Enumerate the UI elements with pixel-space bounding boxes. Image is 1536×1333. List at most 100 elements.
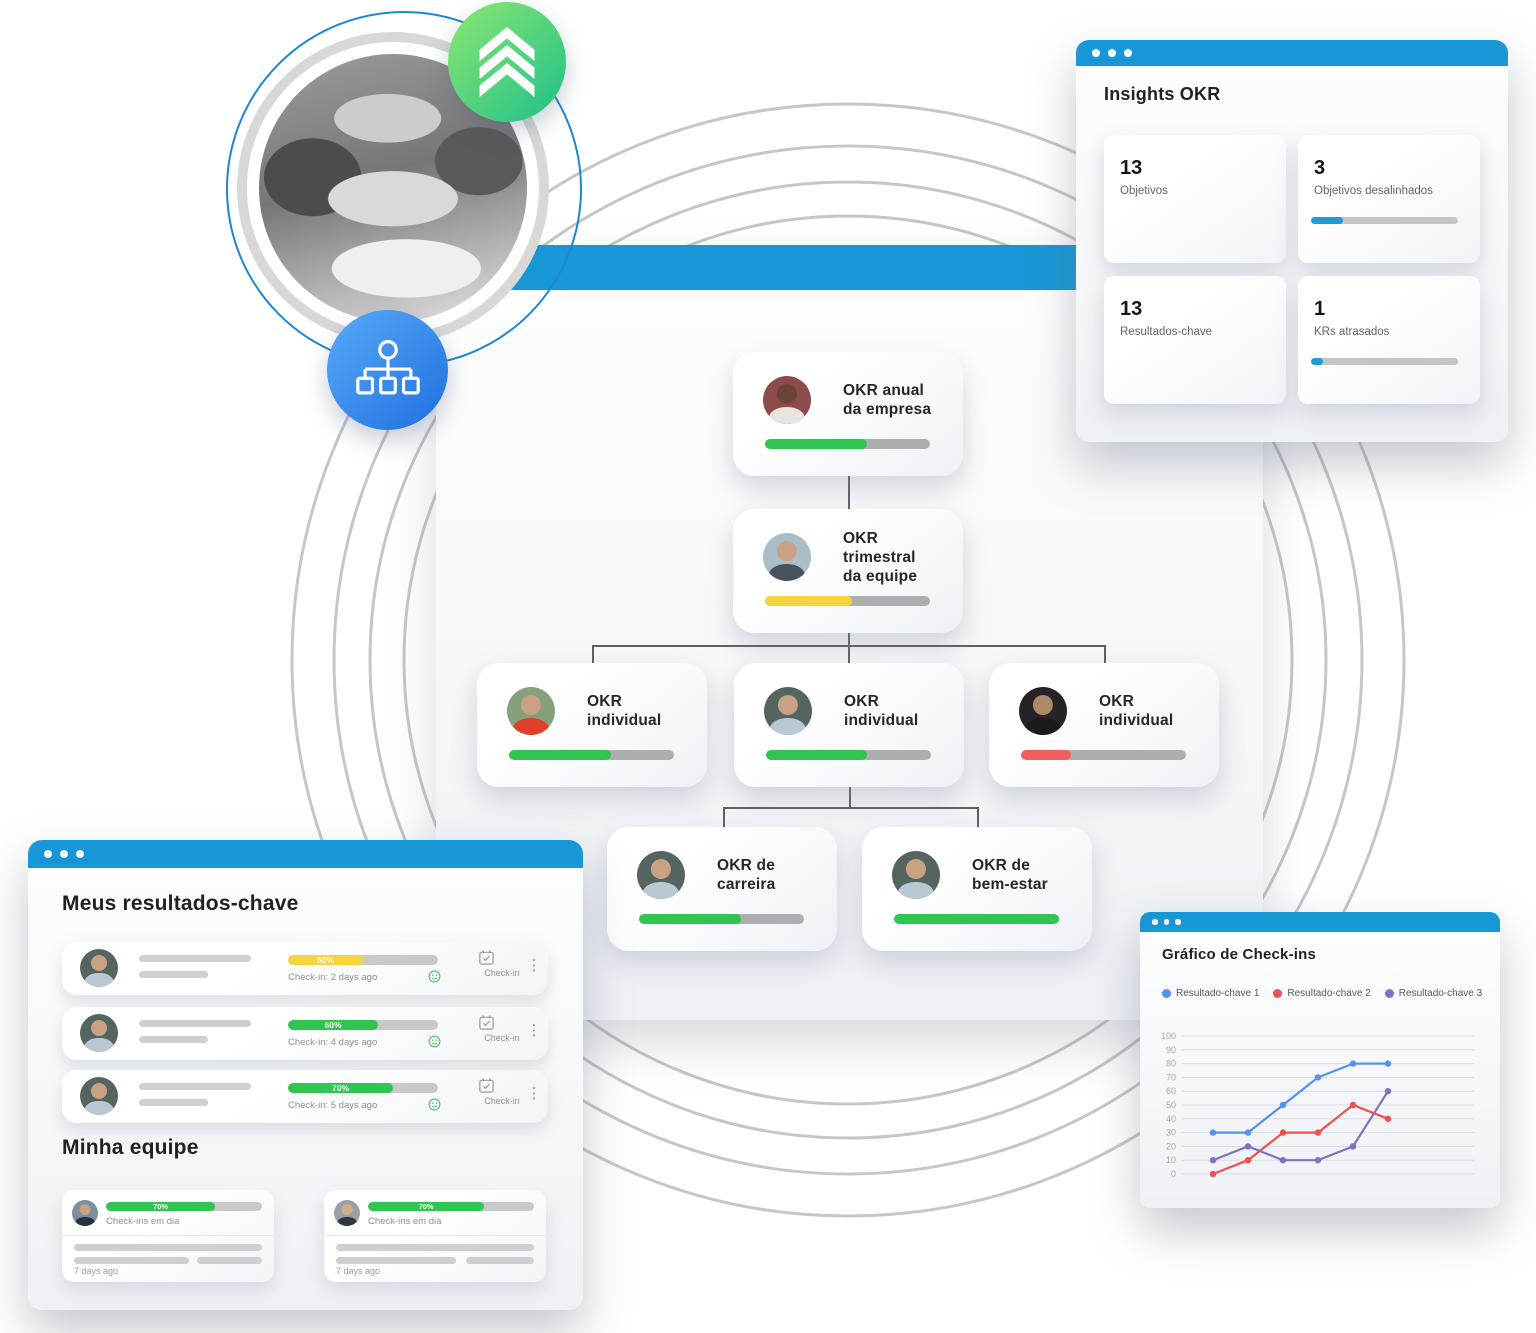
checkin-date: Check-in: 4 days ago xyxy=(288,1037,378,1048)
placeholder-text-bar xyxy=(139,1020,251,1027)
connector-line xyxy=(723,807,978,809)
results-title: Meus resultados-chave xyxy=(62,892,299,915)
avatar xyxy=(892,851,940,899)
team-progress-label: 70% xyxy=(153,1202,169,1211)
my-key-results-window: Meus resultados-chave 50% Check-in: 2 da… xyxy=(28,840,583,1310)
stat-card-late-krs[interactable]: 1 KRs atrasados xyxy=(1298,276,1480,404)
connector-line xyxy=(592,645,594,663)
checkin-button-label: Check-in xyxy=(484,1096,520,1106)
placeholder-text-bar xyxy=(336,1257,456,1264)
avatar xyxy=(507,687,555,735)
connector-line xyxy=(848,476,850,509)
key-result-row[interactable]: 50% Check-in: 2 days ago Check-in xyxy=(62,942,548,995)
avatar xyxy=(72,1200,98,1226)
window-dot[interactable] xyxy=(1108,49,1116,57)
svg-text:40: 40 xyxy=(1166,1114,1176,1124)
avatar xyxy=(764,687,812,735)
kr-progress-bar: 60% xyxy=(288,1020,438,1030)
okr-progress-bar xyxy=(509,750,674,760)
stat-progress-bar xyxy=(1311,358,1458,365)
placeholder-text-bar xyxy=(74,1244,262,1251)
stat-card-key-results[interactable]: 13 Resultados-chave xyxy=(1104,276,1286,404)
window-dot[interactable] xyxy=(76,850,84,858)
stat-label: Objetivos xyxy=(1120,185,1168,197)
okr-card-career[interactable]: OKR de carreira xyxy=(607,827,837,951)
key-result-row[interactable]: 60% Check-in: 4 days ago Check-in xyxy=(62,1007,548,1060)
insights-title: Insights OKR xyxy=(1104,84,1221,104)
connector-line xyxy=(849,787,851,807)
placeholder-text-bar xyxy=(139,1036,208,1043)
divider xyxy=(62,1235,274,1236)
checkin-button[interactable]: Check-in xyxy=(478,1077,526,1117)
window-dot[interactable] xyxy=(44,850,52,858)
okr-card-title: OKR individual xyxy=(1099,693,1174,729)
stat-label: KRs atrasados xyxy=(1314,326,1390,338)
avatar xyxy=(80,1077,118,1115)
okr-card-individual-2[interactable]: OKR individual xyxy=(734,663,964,787)
placeholder-text-bar xyxy=(139,955,251,962)
org-chart-icon xyxy=(355,340,420,395)
kr-progress-label: 60% xyxy=(324,1020,342,1030)
legend-label: Resultado-chave 3 xyxy=(1398,988,1483,999)
window-dot[interactable] xyxy=(1092,49,1100,57)
mood-smiley-icon xyxy=(428,1098,441,1111)
team-member-card[interactable]: 70% Check-ins em dia 7 days ago xyxy=(62,1190,274,1282)
checkin-button-label: Check-in xyxy=(484,968,520,978)
placeholder-text-bar xyxy=(139,971,208,978)
okr-progress-bar xyxy=(766,750,931,760)
connector-line xyxy=(977,807,979,827)
stat-label: Resultados-chave xyxy=(1120,326,1213,338)
mood-smiley-icon xyxy=(428,970,441,983)
row-menu-button[interactable]: ⋮ xyxy=(526,1085,542,1102)
svg-text:90: 90 xyxy=(1166,1045,1176,1055)
results-titlebar xyxy=(28,840,583,868)
kr-progress-bar: 70% xyxy=(288,1083,438,1093)
team-progress-label: 70% xyxy=(418,1202,434,1211)
key-result-row[interactable]: 70% Check-in: 5 days ago Check-in xyxy=(62,1070,548,1123)
connector-line xyxy=(723,807,725,827)
window-controls xyxy=(1092,49,1132,57)
checkins-chart-window: Gráfico de Check-ins Resultado-chave 1 R… xyxy=(1140,912,1500,1208)
checkin-button-label: Check-in xyxy=(484,1033,520,1043)
okr-card-individual-3[interactable]: OKR individual xyxy=(989,663,1219,787)
svg-text:50: 50 xyxy=(1166,1100,1176,1110)
stat-card-misaligned-objectives[interactable]: 3 Objetivos desalinhados xyxy=(1298,135,1480,263)
window-dot[interactable] xyxy=(1124,49,1132,57)
kr-progress-label: 70% xyxy=(331,1083,349,1093)
insights-okr-window: Insights OKR 13 Objetivos 3 Objetivos de… xyxy=(1076,40,1508,442)
svg-text:20: 20 xyxy=(1166,1141,1176,1151)
triple-chevron-up-icon xyxy=(479,27,535,97)
okr-card-individual-1[interactable]: OKR individual xyxy=(477,663,707,787)
placeholder-text-bar xyxy=(74,1257,189,1264)
checkin-button[interactable]: Check-in xyxy=(478,949,526,989)
avatar xyxy=(637,851,685,899)
stat-value: 3 xyxy=(1314,157,1326,179)
stat-progress-bar xyxy=(1311,217,1458,224)
kr-progress-label: 50% xyxy=(316,955,334,965)
checkins-status-label: Check-ins em dia xyxy=(106,1216,180,1227)
team-member-card[interactable]: 70% Check-ins em dia 7 days ago xyxy=(324,1190,546,1282)
kr-progress-bar: 50% xyxy=(288,955,438,965)
placeholder-text-bar xyxy=(139,1099,208,1106)
okr-progress-bar xyxy=(639,914,804,924)
growth-badge xyxy=(448,2,566,122)
stat-card-objectives[interactable]: 13 Objetivos xyxy=(1104,135,1286,263)
svg-text:60: 60 xyxy=(1166,1086,1176,1096)
placeholder-text-bar xyxy=(197,1257,262,1264)
last-update-label: 7 days ago xyxy=(74,1266,119,1276)
team-progress-bar: 70% xyxy=(368,1202,534,1211)
stat-label: Objetivos desalinhados xyxy=(1314,185,1433,197)
row-menu-button[interactable]: ⋮ xyxy=(526,957,542,974)
row-menu-button[interactable]: ⋮ xyxy=(526,1022,542,1039)
avatar xyxy=(80,1014,118,1052)
window-dot[interactable] xyxy=(60,850,68,858)
checkin-button[interactable]: Check-in xyxy=(478,1014,526,1054)
avatar xyxy=(763,376,811,424)
placeholder-text-bar xyxy=(466,1257,534,1264)
svg-text:100: 100 xyxy=(1161,1031,1176,1041)
